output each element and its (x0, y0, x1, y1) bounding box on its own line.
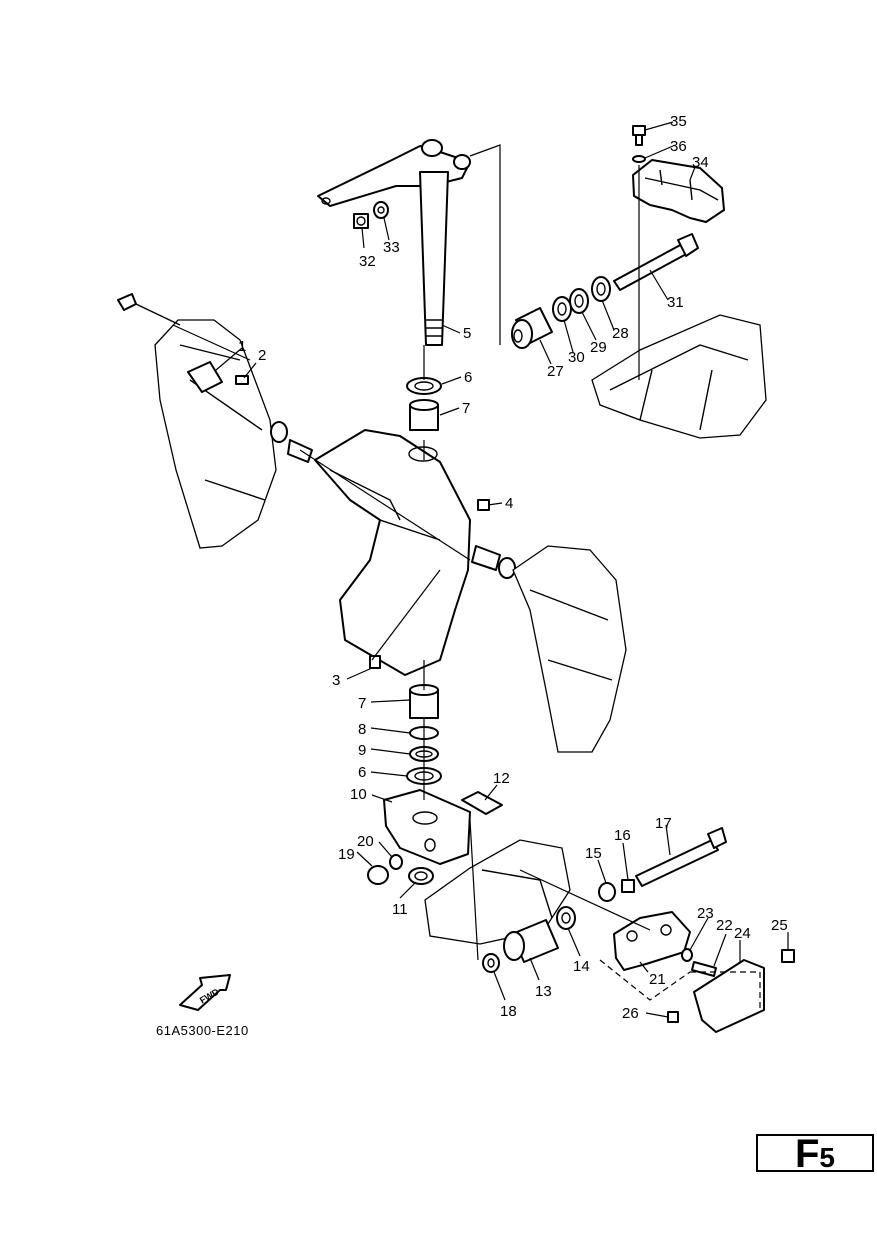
washer-33 (373, 201, 389, 219)
callout-23: 23 (697, 905, 714, 922)
washer-36 (632, 155, 646, 163)
bottom-cowling-ghost (591, 314, 767, 439)
nut-26 (667, 1011, 679, 1023)
page-tag: F5 (756, 1134, 874, 1174)
nut-32 (353, 213, 369, 229)
callout-6-bottom: 6 (358, 764, 366, 781)
callout-28: 28 (612, 325, 629, 342)
screw-3 (369, 655, 381, 669)
swivel-bracket (314, 429, 471, 676)
callout-17: 17 (655, 815, 672, 832)
callout-6-top: 6 (464, 369, 472, 386)
washer-15 (598, 882, 616, 902)
callout-21: 21 (649, 971, 666, 988)
upper-mount-bracket-34 (632, 159, 725, 223)
bolt-35 (632, 125, 646, 146)
callout-11: 11 (392, 901, 408, 918)
bush-7-top (409, 399, 439, 431)
callout-34: 34 (692, 154, 709, 171)
callout-31: 31 (667, 294, 684, 311)
washer-29 (569, 288, 589, 314)
steering-arm-5 (317, 139, 471, 346)
tilt-pin-washers-right (471, 545, 516, 579)
callout-labels: 1 2 3 4 5 6 7 7 8 9 6 10 11 12 13 14 15 … (238, 113, 788, 1022)
tilt-pin-washers-left (270, 421, 313, 463)
callout-30: 30 (568, 349, 585, 366)
washer-28 (591, 276, 611, 302)
callout-13: 13 (535, 983, 552, 1000)
washer-14 (556, 906, 576, 930)
callout-35: 35 (670, 113, 687, 130)
callout-1: 1 (238, 338, 246, 355)
plate-12 (461, 791, 503, 815)
washer-30 (552, 296, 572, 322)
callout-16: 16 (614, 827, 631, 844)
washer-18 (482, 953, 500, 973)
bolt-31 (613, 233, 699, 291)
callout-5: 5 (463, 325, 471, 342)
clamp-bracket-left (117, 293, 277, 549)
cap-25 (781, 949, 795, 963)
washer-23 (681, 948, 693, 962)
washer-6-top (406, 377, 442, 395)
callout-8: 8 (358, 721, 366, 738)
callout-20: 20 (357, 833, 374, 850)
collar-11 (408, 867, 434, 885)
rubber-mount-13 (503, 919, 559, 963)
callout-27: 27 (547, 363, 564, 380)
assembly-lines (172, 144, 761, 1010)
callout-4: 4 (505, 495, 513, 512)
screw-2 (235, 375, 249, 385)
callout-15: 15 (585, 845, 602, 862)
cover-24 (693, 959, 765, 1033)
clamp-bracket-right (512, 545, 627, 753)
bracket-21 (613, 911, 691, 971)
bolt-17 (635, 827, 727, 887)
callout-24: 24 (734, 925, 751, 942)
callout-leaders (215, 121, 789, 1018)
callout-14: 14 (573, 958, 590, 975)
callout-36: 36 (670, 138, 687, 155)
page-tag-number: 5 (819, 1142, 835, 1173)
drawing-code: 61A5300-E210 (156, 1023, 249, 1038)
bolt-22 (691, 961, 717, 977)
page-tag-letter: F (794, 1132, 820, 1176)
callout-2: 2 (258, 347, 266, 364)
callout-7-top: 7 (462, 400, 470, 417)
callout-9: 9 (358, 742, 366, 759)
callout-12: 12 (493, 770, 510, 787)
callout-3: 3 (332, 672, 340, 689)
trim-sensor-1 (187, 361, 223, 393)
lower-mount-housing-10 (383, 789, 471, 865)
callout-7-bottom: 7 (358, 695, 366, 712)
cap-19 (367, 865, 389, 885)
callout-19: 19 (338, 846, 355, 863)
callout-25: 25 (771, 917, 788, 934)
lower-case-ghost (424, 839, 571, 945)
nut-16 (621, 879, 635, 893)
fwd-arrow-icon: FWD (179, 974, 231, 1011)
callout-29: 29 (590, 339, 607, 356)
washer-20 (389, 854, 403, 870)
callout-22: 22 (716, 917, 733, 934)
nut-4 (477, 499, 490, 511)
callout-10: 10 (350, 786, 367, 803)
callout-33: 33 (383, 239, 400, 256)
callout-26: 26 (622, 1005, 639, 1022)
callout-18: 18 (500, 1003, 517, 1020)
callout-32: 32 (359, 253, 376, 270)
rubber-mount-27 (511, 307, 553, 349)
